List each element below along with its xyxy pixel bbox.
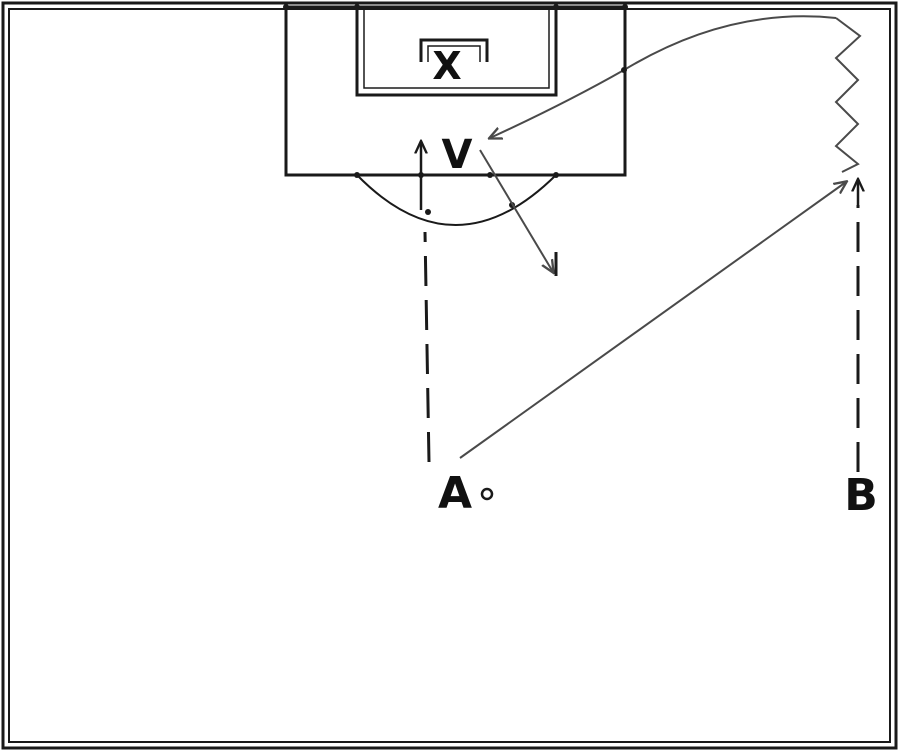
player-v-label: V: [442, 132, 473, 178]
basket-bracket: [419, 38, 489, 62]
basket-bracket-inner: [427, 45, 481, 62]
pass-b-to-v: [490, 15, 837, 138]
ball-icon: [480, 487, 494, 501]
player-a-dashed-move: [423, 231, 431, 463]
arc-marks: [354, 172, 559, 215]
lane-hash-marks: [283, 4, 628, 10]
free-throw-arc: [356, 174, 557, 226]
player-a-label: A: [438, 468, 472, 519]
v-diagonal-cut: [479, 149, 553, 272]
player-b-label: B: [844, 470, 878, 521]
player-x-label: X: [432, 44, 461, 88]
pass-a-to-b: [459, 182, 846, 459]
pass-crossing-dot: [621, 67, 627, 73]
b-dribble-zigzag: [834, 17, 862, 173]
court-inner-border: [8, 8, 891, 743]
restricted-box-inner: [363, 6, 550, 89]
